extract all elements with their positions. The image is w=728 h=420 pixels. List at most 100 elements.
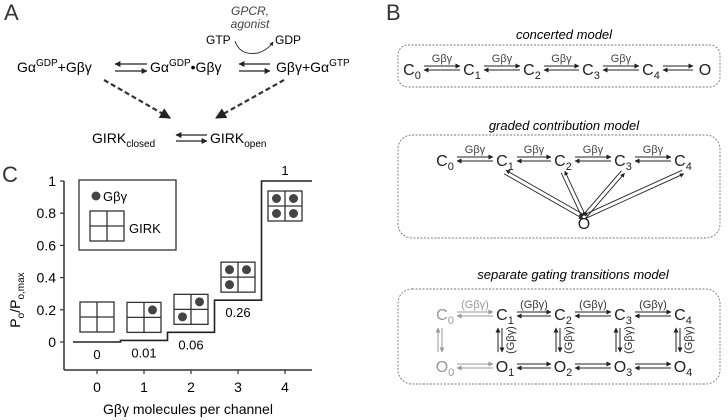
state-subscript: 0: [448, 315, 454, 327]
gbg-dot-icon: [272, 209, 281, 218]
state-letter: O: [436, 359, 448, 376]
gbg-dot-icon: [242, 265, 251, 275]
state-letter: O: [614, 359, 626, 376]
concerted-state-C0: C0: [403, 62, 421, 82]
y-tick-label: 1: [48, 173, 56, 189]
from-open-arrow: [564, 170, 587, 217]
state-subscript: 4: [686, 161, 692, 173]
state-subscript: 3: [626, 367, 632, 379]
state-letter: C: [403, 62, 415, 79]
y-ticks: 00.20.40.60.81: [37, 173, 64, 350]
dashed-arrow-closed: [103, 79, 171, 119]
separate-open-O2: O2: [554, 359, 573, 379]
state-subscript: 1: [508, 315, 514, 327]
transition-label: (Gβγ): [461, 299, 489, 311]
concerted-state-C1: C1: [463, 62, 481, 82]
x-tick-label: 4: [281, 379, 289, 395]
graded-state-C2: C2: [554, 153, 572, 173]
graded-state-O: O: [578, 216, 590, 233]
state-subscript: 4: [686, 315, 692, 327]
catalyst-line2: agonist: [231, 17, 270, 31]
gbg-dot-icon: [225, 265, 234, 275]
y-tick-label: 0.2: [37, 302, 57, 318]
transition-label: Gβγ: [432, 53, 453, 65]
legend: Gβγ GIRK: [78, 179, 177, 251]
state-letter: C: [642, 62, 654, 79]
gbg-dot-icon: [272, 194, 281, 203]
graded-state-C4: C4: [674, 153, 692, 173]
panel-b-label: B: [386, 0, 401, 25]
state-subscript: 3: [594, 70, 600, 82]
concerted-state-C4: C4: [642, 62, 660, 82]
channel-icon-2: [173, 293, 209, 325]
graded-box: [397, 134, 721, 239]
state-letter: C: [496, 153, 508, 170]
separate-closed-C2: C2: [554, 307, 572, 327]
catalyst-line1: GPCR,: [231, 4, 269, 18]
x-tick-label: 0: [93, 379, 101, 395]
state-letter: C: [582, 62, 594, 79]
separate-open-O0: O0: [436, 359, 455, 379]
concerted-box: [397, 44, 721, 88]
gtp-label: GTP: [206, 33, 231, 47]
separate-closed-C0: C0: [436, 307, 454, 327]
panel-a: A GPCR, agonist GTP GDP GαGDP+Gβγ GαGDP•…: [4, 0, 350, 150]
transition-label: Gβγ: [524, 144, 545, 156]
concerted-state-O: O: [699, 62, 711, 79]
to-open-arrow: [503, 173, 584, 220]
graded-title: graded contribution model: [489, 118, 640, 133]
separate-closed-C1: C1: [496, 307, 514, 327]
girk-closed: GIRKclosed: [92, 130, 155, 150]
x-tick-label: 3: [234, 379, 242, 395]
value-label: 1: [281, 163, 288, 178]
y-tick-label: 0.4: [37, 270, 57, 286]
panel-a-label: A: [4, 0, 19, 25]
state-letter: C: [496, 307, 508, 324]
separate-box: [397, 288, 721, 385]
state-subscript: 1: [508, 367, 514, 379]
from-open-arrow: [505, 169, 586, 216]
value-label: 0.06: [178, 337, 203, 352]
state-subscript: 3: [626, 161, 632, 173]
gbg-dot-icon: [289, 209, 298, 218]
state-letter: C: [554, 153, 566, 170]
separate-open-O1: O1: [496, 359, 515, 379]
channel-icon-3: [220, 261, 256, 293]
separate-open-O3: O3: [614, 359, 633, 379]
y-tick-label: 0: [48, 334, 56, 350]
state-letter: C: [674, 307, 686, 324]
step-line: [73, 180, 312, 343]
transition-label: Gβγ: [583, 144, 604, 156]
concerted-title: concerted model: [516, 27, 613, 42]
transition-label: (Gβγ): [579, 299, 607, 311]
state-letter: C: [463, 62, 475, 79]
gbg-dot-icon: [225, 280, 234, 290]
gdp-label: GDP: [275, 33, 301, 47]
step-curve: [73, 180, 312, 343]
state-letter: O: [674, 359, 686, 376]
separate-open-O4: O4: [674, 359, 693, 379]
state-subscript: 0: [448, 367, 454, 379]
state-subscript: 2: [566, 315, 572, 327]
transition-label: (Gβγ): [639, 299, 667, 311]
state-letter: C: [436, 307, 448, 324]
transition-label: Gβγ: [465, 144, 486, 156]
from-open-arrow: [584, 173, 685, 220]
state-letter: C: [614, 307, 626, 324]
separate-closed-C4: C4: [674, 307, 692, 327]
concerted-state-C3: C3: [582, 62, 600, 82]
state-subscript: 2: [535, 70, 541, 82]
value-label: 0.01: [131, 345, 156, 360]
x-axis-label: Gβγ molecules per channel: [103, 401, 273, 417]
state-letter: C: [614, 153, 626, 170]
state-subscript: 2: [566, 161, 572, 173]
state-subscript: 2: [566, 367, 572, 379]
channel-icon-0: [79, 301, 115, 333]
transition-label: Gβγ: [643, 144, 664, 156]
legend-girk-label: GIRK: [129, 221, 161, 236]
state-letter: C: [674, 153, 686, 170]
